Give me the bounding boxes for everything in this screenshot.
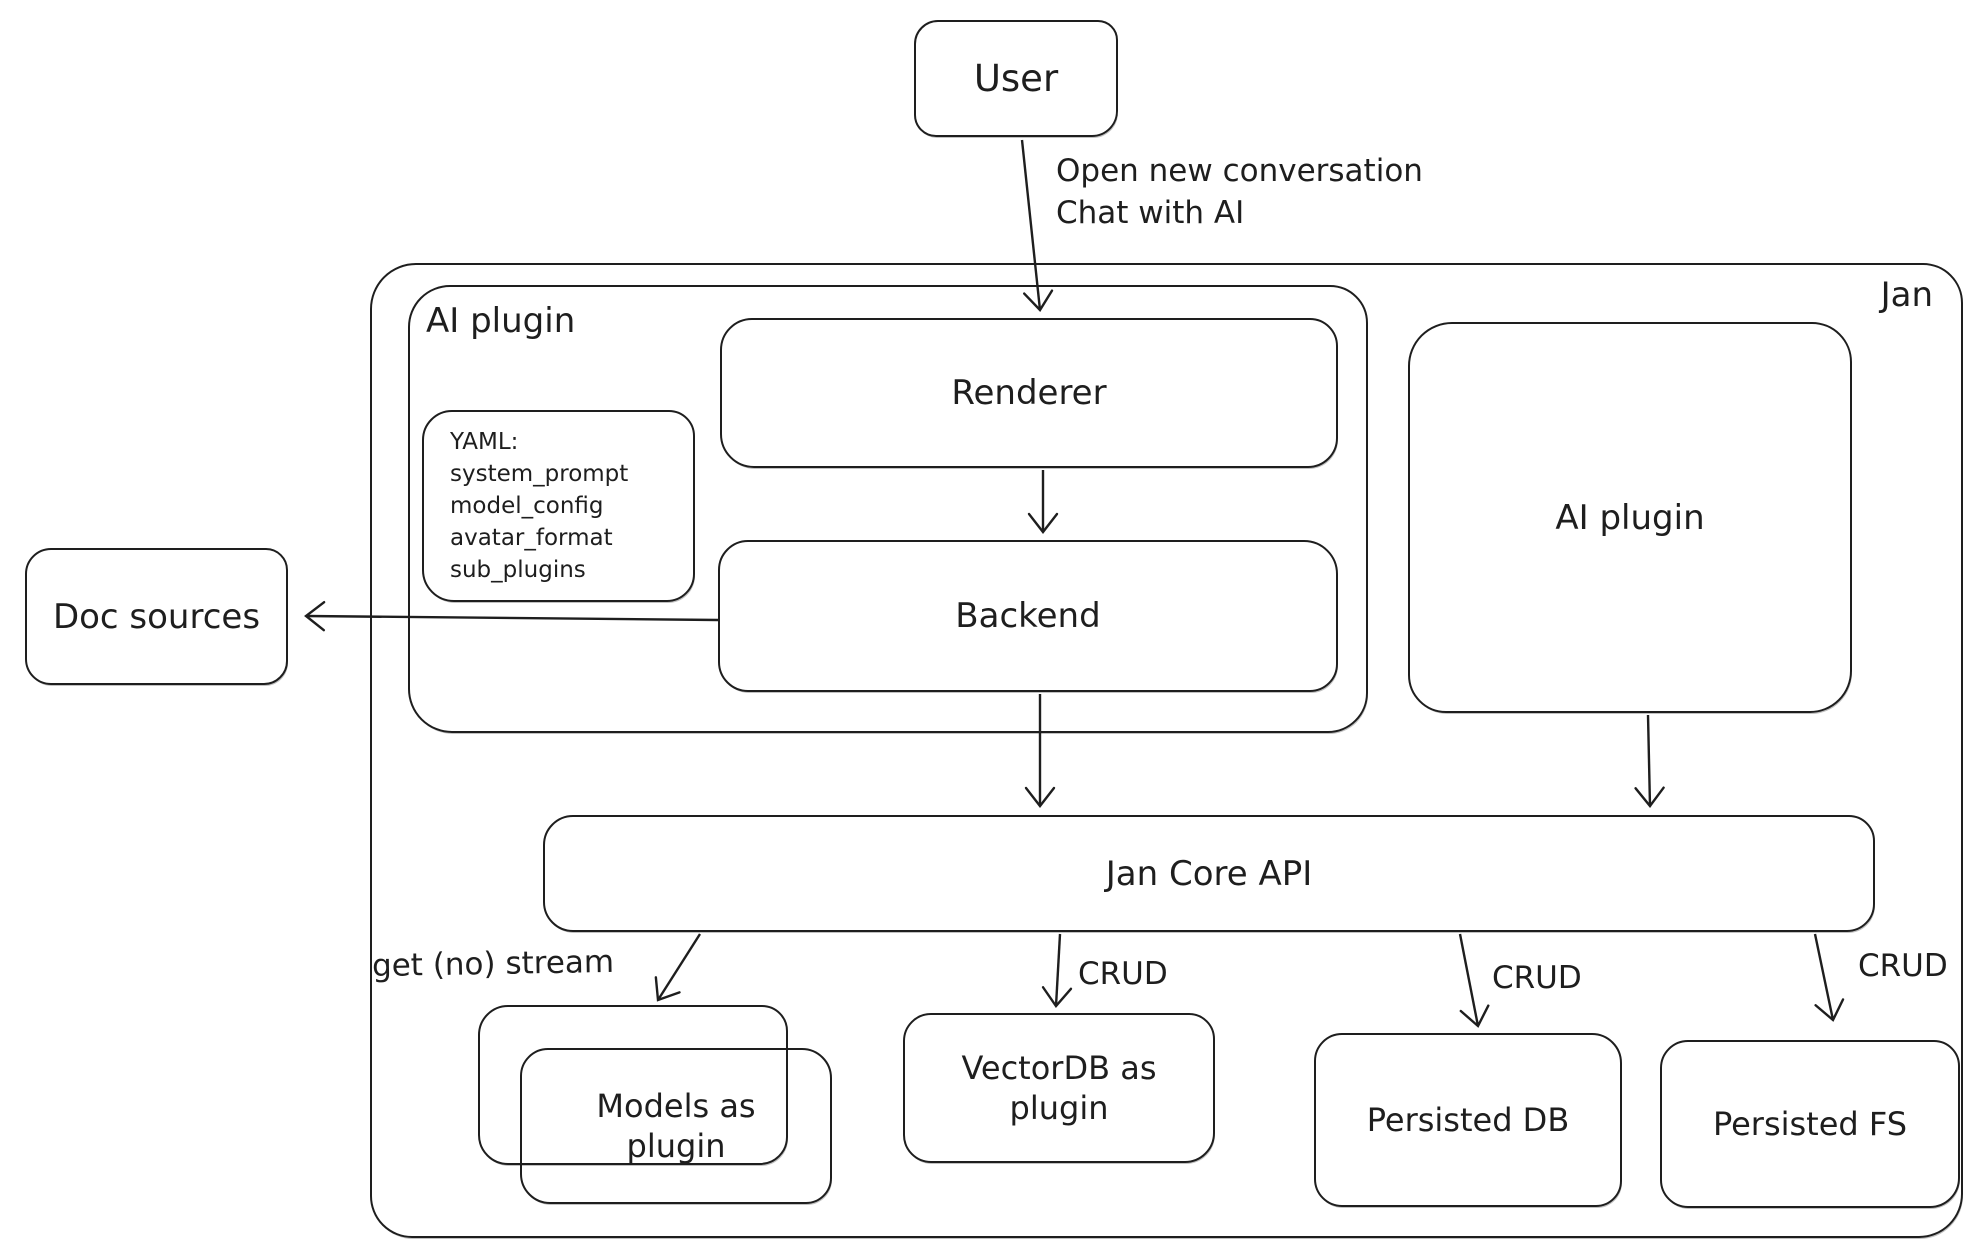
ai-plugin-right-label: AI plugin (1555, 497, 1705, 538)
yaml-note-text: YAML: system_prompt model_config avatar_… (450, 426, 628, 586)
renderer-node-label: Renderer (951, 373, 1107, 413)
models-as-plugin-back-box (478, 1005, 788, 1165)
jan-core-api-node: Jan Core API (543, 815, 1875, 932)
vectordb-as-plugin-label: VectorDB as plugin (961, 1049, 1157, 1127)
jan-container-label: Jan (1880, 275, 1933, 315)
edge-label-crud-persisted-fs: CRUD (1858, 948, 1948, 984)
yaml-note: YAML: system_prompt model_config avatar_… (422, 410, 695, 602)
models-as-plugin-label: Models as plugin (596, 1087, 756, 1165)
ai-plugin-left-container: AI plugin (408, 285, 1368, 733)
renderer-node: Renderer (720, 318, 1338, 468)
doc-sources-node-label: Doc sources (52, 596, 261, 637)
doc-sources-node: Doc sources (25, 548, 288, 685)
edge-label-crud-vectordb: CRUD (1078, 956, 1168, 992)
models-as-plugin-node: Models as plugin (520, 1048, 832, 1204)
yaml-note-line: system_prompt (450, 461, 629, 487)
vectordb-as-plugin-node: VectorDB as plugin (903, 1013, 1215, 1163)
persisted-db-label: Persisted DB (1366, 1101, 1570, 1139)
edge-label-crud-persisted-db: CRUD (1492, 960, 1582, 996)
yaml-note-line: model_config (450, 493, 604, 519)
edge-label-get-no-stream: get (no) stream (371, 943, 615, 985)
edge-label-open-conversation: Open new conversation Chat with AI (1056, 153, 1423, 231)
persisted-fs-label: Persisted FS (1712, 1105, 1908, 1143)
yaml-note-line: avatar_format (450, 525, 613, 551)
ai-plugin-right-node: AI plugin (1408, 322, 1852, 713)
yaml-note-line: sub_plugins (450, 557, 586, 583)
ai-plugin-left-label: AI plugin (426, 301, 576, 341)
persisted-fs-node: Persisted FS (1660, 1040, 1960, 1208)
user-node: User (914, 20, 1118, 137)
jan-core-api-label: Jan Core API (1105, 853, 1313, 894)
jan-container: Jan (370, 263, 1963, 1238)
persisted-db-node: Persisted DB (1314, 1033, 1622, 1207)
yaml-note-title: YAML: (450, 429, 519, 455)
backend-node-label: Backend (955, 596, 1101, 636)
user-node-label: User (973, 57, 1059, 100)
backend-node: Backend (718, 540, 1338, 692)
